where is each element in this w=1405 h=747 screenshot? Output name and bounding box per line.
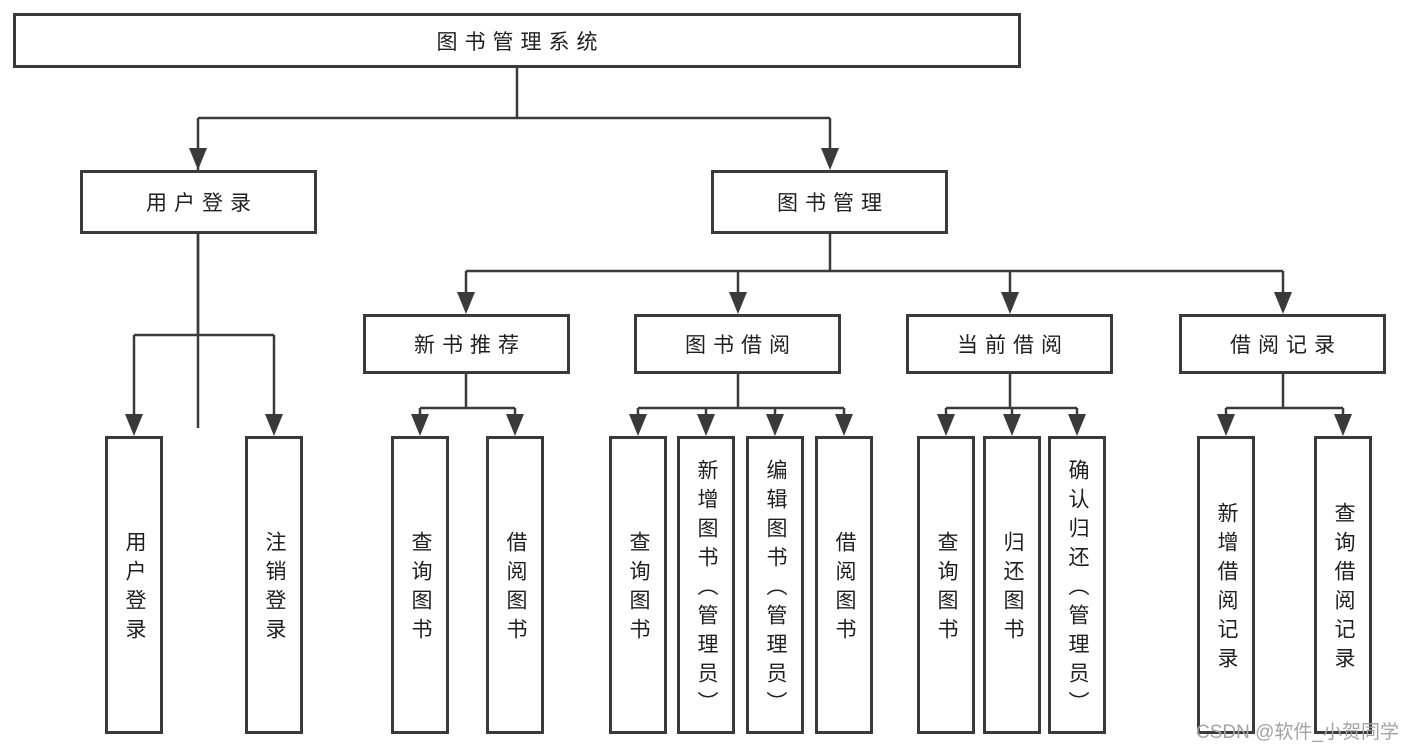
arrowhead <box>411 414 429 436</box>
leaf-borrow-query-books: 查询图书 <box>609 436 667 734</box>
connector-newbook-to-leaves <box>418 374 517 428</box>
watermark: CSDN @软件_小贺同学 <box>1196 722 1399 743</box>
leaf-newbook-query-books-label: 查询图书 <box>409 531 432 647</box>
arrowhead <box>189 148 207 170</box>
arrowhead <box>1274 292 1292 314</box>
node-user-login-label: 用户登录 <box>146 192 258 215</box>
leaf-current-return-books: 归还图书 <box>983 436 1041 734</box>
arrowhead <box>937 414 955 436</box>
leaf-records-add-record: 新增借阅记录 <box>1197 436 1255 734</box>
arrowhead <box>835 414 853 436</box>
connector-login-to-leaves <box>132 234 276 428</box>
arrowhead <box>1003 414 1021 436</box>
connector-mgmt-to-level3 <box>464 234 1285 306</box>
node-current-borrow: 当前借阅 <box>906 314 1113 374</box>
node-new-book-recommend-label: 新书推荐 <box>414 334 526 357</box>
connector-borrow-to-leaves <box>636 374 846 428</box>
arrowhead <box>265 414 283 436</box>
leaf-borrow-query-books-label: 查询图书 <box>627 531 650 647</box>
node-root-label: 图书管理系统 <box>436 30 605 54</box>
leaf-logout: 注销登录 <box>245 436 303 734</box>
node-root: 图书管理系统 <box>13 13 1021 68</box>
connector-root-to-level2 <box>196 68 832 428</box>
leaf-borrow-edit-books-admin-label: 编辑图书（管理员） <box>764 458 787 720</box>
arrowhead <box>506 414 524 436</box>
leaf-newbook-query-books: 查询图书 <box>391 436 449 734</box>
leaf-current-confirm-return-admin: 确认归还（管理员） <box>1048 436 1106 734</box>
arrowhead <box>1334 414 1352 436</box>
node-new-book-recommend: 新书推荐 <box>363 314 570 374</box>
leaf-borrow-add-books-admin-label: 新增图书（管理员） <box>695 458 718 720</box>
leaf-borrow-borrow-books: 借阅图书 <box>815 436 873 734</box>
leaf-records-add-record-label: 新增借阅记录 <box>1215 502 1238 676</box>
arrowhead <box>1068 414 1086 436</box>
connector-records-to-leaves <box>1224 374 1345 428</box>
leaf-newbook-borrow-books: 借阅图书 <box>486 436 544 734</box>
arrowhead <box>1217 414 1235 436</box>
leaf-borrow-add-books-admin: 新增图书（管理员） <box>677 436 735 734</box>
node-user-login: 用户登录 <box>80 170 317 234</box>
leaf-current-return-books-label: 归还图书 <box>1001 531 1024 647</box>
arrowhead <box>821 148 839 170</box>
leaf-user-login-label: 用户登录 <box>123 531 146 647</box>
node-book-borrow: 图书借阅 <box>634 314 841 374</box>
arrowhead <box>697 414 715 436</box>
node-book-management-label: 图书管理 <box>777 192 889 215</box>
leaf-user-login: 用户登录 <box>105 436 163 734</box>
node-book-management: 图书管理 <box>711 170 948 234</box>
leaf-logout-label: 注销登录 <box>263 531 286 647</box>
arrowhead <box>729 292 747 314</box>
node-borrow-records-label: 借阅记录 <box>1230 334 1342 357</box>
arrowhead <box>1001 292 1019 314</box>
node-borrow-records: 借阅记录 <box>1179 314 1386 374</box>
node-current-borrow-label: 当前借阅 <box>957 334 1069 357</box>
arrowhead <box>766 414 784 436</box>
arrowhead <box>629 414 647 436</box>
leaf-borrow-borrow-books-label: 借阅图书 <box>833 531 856 647</box>
arrowhead <box>457 292 475 314</box>
leaf-records-query-record-label: 查询借阅记录 <box>1332 502 1355 676</box>
leaf-borrow-edit-books-admin: 编辑图书（管理员） <box>746 436 804 734</box>
arrowhead <box>125 414 143 436</box>
leaf-newbook-borrow-books-label: 借阅图书 <box>504 531 527 647</box>
leaf-current-query-books: 查询图书 <box>917 436 975 734</box>
node-book-borrow-label: 图书借阅 <box>685 334 797 357</box>
leaf-current-confirm-return-admin-label: 确认归还（管理员） <box>1066 458 1089 720</box>
leaf-records-query-record: 查询借阅记录 <box>1314 436 1372 734</box>
leaf-current-query-books-label: 查询图书 <box>935 531 958 647</box>
